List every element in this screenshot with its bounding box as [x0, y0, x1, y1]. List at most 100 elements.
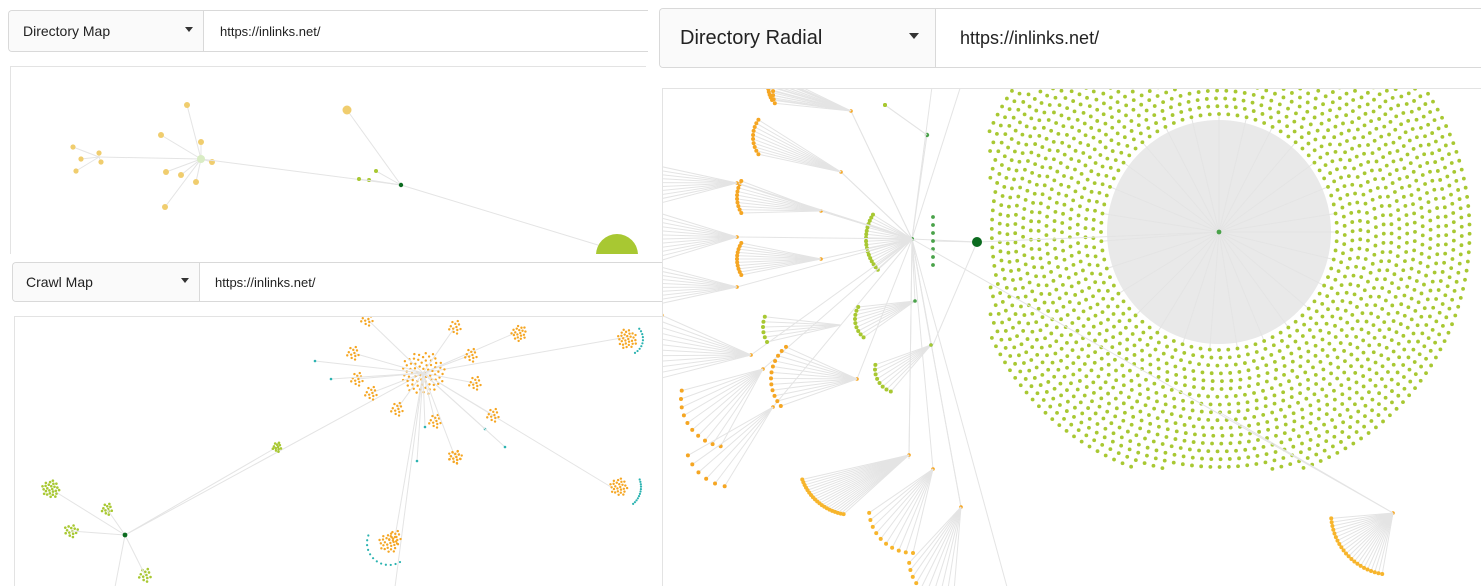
leaf-node[interactable] [1202, 433, 1206, 438]
leaf-node[interactable] [1130, 332, 1135, 336]
leaf-node[interactable] [1063, 96, 1068, 100]
leaf-node[interactable] [751, 128, 756, 133]
leaf-node[interactable] [1095, 107, 1100, 112]
leaf-node[interactable] [1117, 351, 1122, 356]
leaf-node[interactable] [1032, 265, 1037, 270]
leaf-node[interactable] [696, 470, 701, 475]
leaf-node[interactable] [1341, 214, 1346, 219]
leaf-node[interactable] [1370, 197, 1375, 202]
leaf-node[interactable] [1121, 383, 1126, 388]
leaf-node[interactable] [1349, 352, 1354, 357]
leaf-node[interactable] [1196, 393, 1201, 398]
leaf-node[interactable] [394, 532, 397, 536]
leaf-node[interactable] [1067, 300, 1072, 304]
leaf-node[interactable] [1091, 217, 1096, 222]
leaf-node[interactable] [1407, 184, 1412, 188]
leaf-node[interactable] [1056, 265, 1060, 269]
leaf-node[interactable] [999, 337, 1004, 342]
leaf-node[interactable] [1281, 89, 1286, 91]
leaf-node[interactable] [368, 396, 371, 400]
leaf-node[interactable] [1405, 175, 1410, 179]
leaf-node[interactable] [868, 256, 873, 261]
leaf-node[interactable] [1345, 407, 1350, 412]
leaf-node[interactable] [1078, 204, 1082, 209]
leaf-node[interactable] [353, 379, 357, 382]
leaf-node[interactable] [1007, 107, 1012, 112]
leaf-node[interactable] [1374, 159, 1379, 164]
leaf-node[interactable] [1454, 178, 1459, 183]
leaf-node[interactable] [1436, 126, 1441, 131]
leaf-node[interactable] [931, 215, 935, 219]
page-cluster[interactable] [596, 234, 638, 254]
leaf-node[interactable] [1029, 219, 1034, 224]
leaf-node[interactable] [1443, 251, 1448, 256]
leaf-node[interactable] [1394, 199, 1399, 203]
leaf-node[interactable] [1383, 277, 1387, 282]
leaf-node[interactable] [365, 543, 369, 547]
leaf-node[interactable] [1379, 377, 1384, 381]
leaf-node[interactable] [1023, 262, 1028, 267]
leaf-node[interactable] [1414, 178, 1419, 183]
leaf-node[interactable] [1131, 98, 1136, 103]
leaf-node[interactable] [1386, 370, 1390, 374]
leaf-node[interactable] [1343, 359, 1347, 364]
leaf-node[interactable] [1050, 360, 1055, 365]
leaf-node[interactable] [1443, 242, 1448, 247]
leaf-node[interactable] [1003, 329, 1008, 333]
leaf-node[interactable] [1346, 377, 1351, 382]
leaf-node[interactable] [1320, 387, 1325, 392]
leaf-node[interactable] [1394, 114, 1399, 119]
leaf-node[interactable] [1106, 351, 1110, 356]
leaf-node[interactable] [1134, 433, 1139, 438]
leaf-node[interactable] [1359, 162, 1363, 167]
leaf-node[interactable] [367, 317, 370, 321]
leaf-node[interactable] [104, 511, 108, 515]
leaf-node[interactable] [619, 485, 622, 489]
leaf-node[interactable] [1358, 218, 1362, 223]
leaf-node[interactable] [1227, 410, 1232, 415]
leaf-node[interactable] [389, 563, 392, 567]
leaf-node[interactable] [735, 253, 740, 258]
leaf-node[interactable] [1023, 294, 1028, 299]
leaf-node[interactable] [1428, 169, 1432, 174]
leaf-node[interactable] [1411, 347, 1416, 352]
leaf-node[interactable] [1174, 381, 1178, 385]
leaf-node[interactable] [853, 312, 858, 317]
leaf-node[interactable] [769, 382, 774, 387]
leaf-node[interactable] [1341, 251, 1345, 256]
leaf-node[interactable] [417, 353, 421, 357]
leaf-node[interactable] [424, 352, 427, 355]
leaf-node[interactable] [1161, 100, 1166, 105]
leaf-node[interactable] [1003, 360, 1007, 365]
leaf-node[interactable] [1029, 116, 1034, 121]
leaf-node[interactable] [1072, 308, 1076, 313]
leaf-node[interactable] [1335, 230, 1339, 234]
leaf-node[interactable] [1117, 341, 1122, 346]
leaf-node[interactable] [1180, 117, 1185, 122]
leaf-node[interactable] [1298, 95, 1302, 100]
leaf-node[interactable] [1363, 257, 1368, 261]
leaf-node[interactable] [1174, 429, 1179, 434]
leaf-node[interactable] [1440, 134, 1445, 139]
leaf-node[interactable] [1345, 320, 1350, 325]
leaf-node[interactable] [1163, 402, 1168, 407]
leaf-node[interactable] [1424, 323, 1429, 327]
leaf-node[interactable] [1276, 110, 1281, 115]
leaf-node[interactable] [1366, 143, 1370, 147]
leaf-node[interactable] [1436, 233, 1441, 238]
leaf-node[interactable] [628, 332, 631, 335]
leaf-node[interactable] [623, 333, 626, 336]
leaf-node[interactable] [1119, 443, 1124, 448]
leaf-node[interactable] [1339, 260, 1344, 265]
leaf-node[interactable] [55, 482, 58, 485]
leaf-node[interactable] [1059, 393, 1063, 398]
leaf-node[interactable] [519, 337, 523, 340]
leaf-node[interactable] [1211, 433, 1216, 438]
leaf-node[interactable] [1076, 280, 1081, 285]
leaf-node[interactable] [1339, 545, 1344, 550]
leaf-node[interactable] [1363, 403, 1368, 408]
leaf-node[interactable] [1110, 115, 1114, 120]
graph-node[interactable] [162, 204, 168, 210]
leaf-node[interactable] [1010, 303, 1015, 308]
leaf-node[interactable] [1034, 320, 1039, 325]
